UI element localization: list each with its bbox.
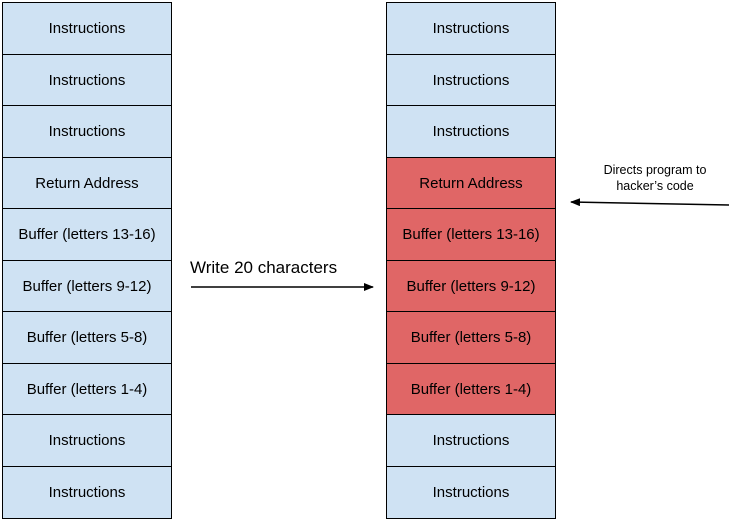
stack-cell-buffer-overwritten: Buffer (letters 5-8) (386, 311, 556, 364)
stack-cell-instructions: Instructions (2, 53, 172, 107)
stack-cell-instructions: Instructions (2, 105, 172, 158)
stack-cell-instructions: Instructions (386, 2, 556, 55)
stack-cell-instructions: Instructions (2, 414, 172, 467)
note-line-1: Directs program to (603, 163, 707, 177)
stack-cell-return-address: Return Address (2, 156, 172, 210)
before-memory-stack: Instructions Instructions Instructions R… (2, 2, 172, 519)
stack-cell-buffer: Buffer (letters 5-8) (2, 311, 172, 364)
stack-cell-buffer-overwritten: Buffer (letters 9-12) (386, 259, 556, 313)
redirect-arrow (570, 198, 730, 207)
write-characters-label: Write 20 characters (190, 258, 338, 277)
stack-cell-buffer: Buffer (letters 9-12) (2, 259, 172, 313)
stack-cell-instructions: Instructions (2, 2, 172, 55)
stack-cell-buffer-overwritten: Buffer (letters 1-4) (386, 362, 556, 416)
stack-cell-buffer-overwritten: Buffer (letters 13-16) (386, 208, 556, 261)
stack-cell-buffer: Buffer (letters 13-16) (2, 208, 172, 261)
hacker-redirect-note: Directs program to hacker’s code (585, 162, 725, 194)
stack-cell-buffer: Buffer (letters 1-4) (2, 362, 172, 416)
note-line-2: hacker’s code (616, 179, 694, 193)
stack-cell-instructions: Instructions (386, 53, 556, 107)
after-memory-stack: Instructions Instructions Instructions R… (386, 2, 556, 519)
stack-cell-instructions: Instructions (386, 465, 556, 519)
stack-cell-instructions: Instructions (386, 105, 556, 158)
stack-cell-instructions: Instructions (386, 414, 556, 467)
stack-cell-instructions: Instructions (2, 465, 172, 519)
stack-cell-return-address-overwritten: Return Address (386, 156, 556, 210)
